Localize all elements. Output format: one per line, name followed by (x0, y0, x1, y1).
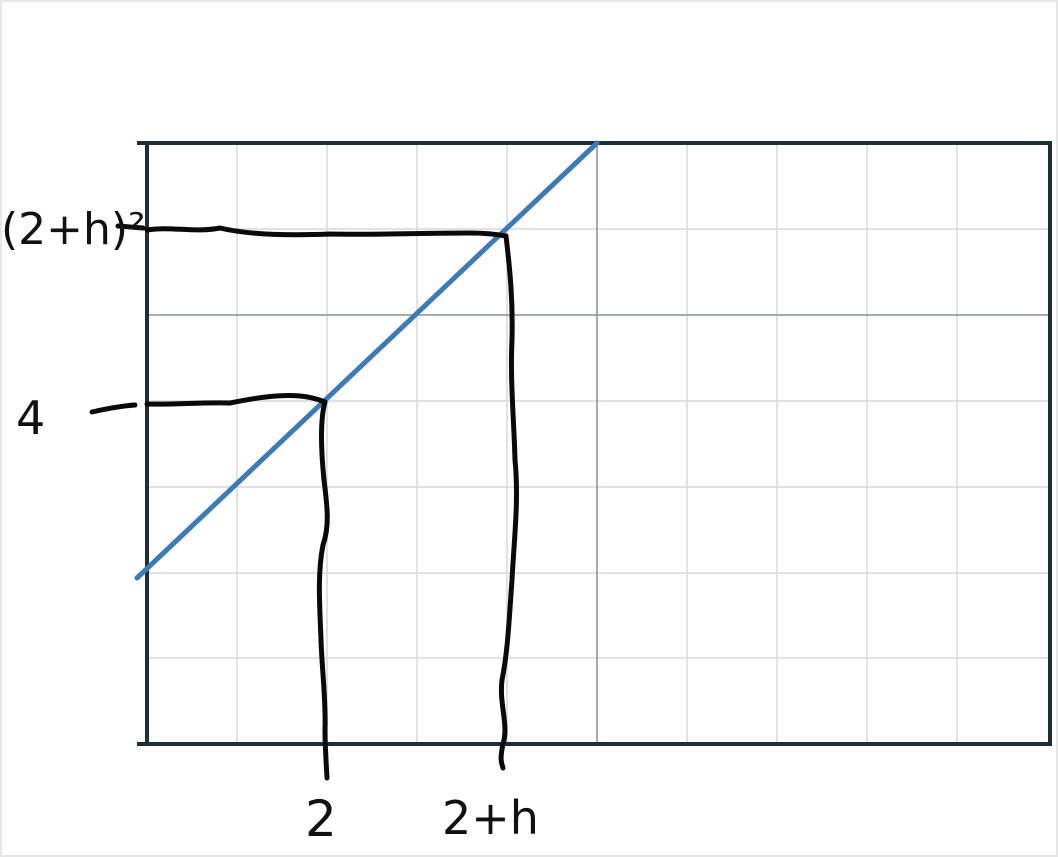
vertical-right (498, 233, 520, 771)
grid-minor (147, 143, 1050, 744)
blue-line (134, 140, 600, 581)
dash-top (115, 223, 146, 231)
dash-mid (89, 402, 138, 415)
ink-strokes (89, 223, 520, 781)
label-x-right: 2+h (442, 791, 539, 845)
label-x-left: 2 (305, 790, 337, 848)
vertical-left (316, 399, 330, 781)
grid-major (147, 143, 1050, 744)
horizontal-mid (144, 393, 328, 407)
label-y-mid: 4 (16, 391, 45, 445)
horizontal-top (144, 225, 509, 239)
label-y-top: (2+h)² (1, 204, 146, 255)
